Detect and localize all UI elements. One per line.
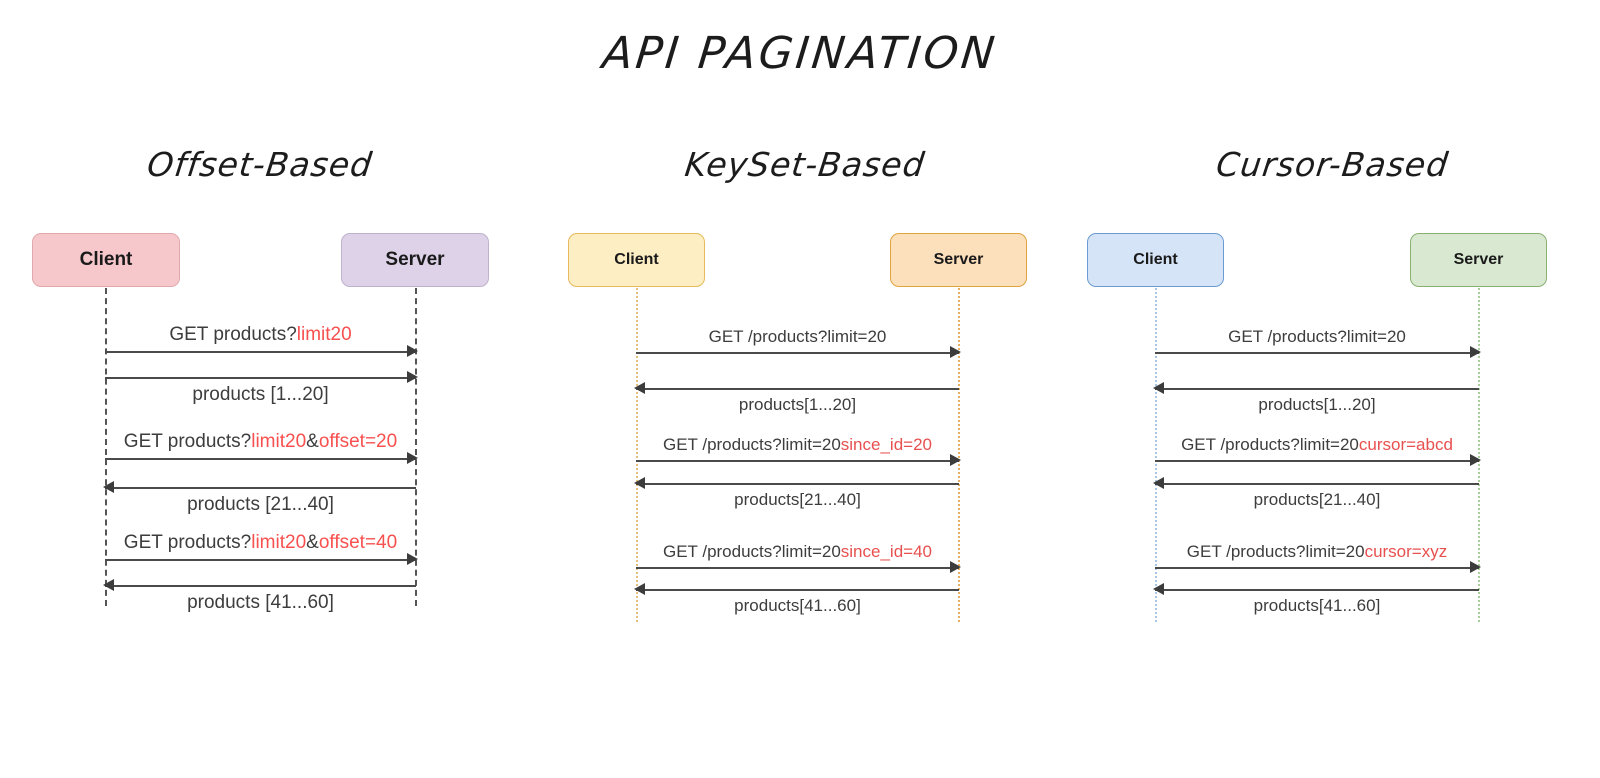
arrowhead-left-icon xyxy=(103,579,114,591)
arrowhead-left-icon xyxy=(1153,382,1164,394)
message-label: products[41...60] xyxy=(1253,596,1381,615)
message-label: GET /products?limit=20cursor=abcd xyxy=(1181,435,1453,454)
participant-server-cursor[interactable]: Server xyxy=(1410,233,1547,287)
arrowhead-left-icon xyxy=(1153,583,1164,595)
arrowhead-right-icon xyxy=(950,561,961,573)
participant-client-cursor[interactable]: Client xyxy=(1087,233,1224,287)
diagram-title-keyset: KeySet-Based xyxy=(682,145,928,184)
message-label: products[21...40] xyxy=(734,490,861,509)
arrowhead-left-icon xyxy=(1153,477,1164,489)
diagram-cursor-based: Cursor-Based Client Server GET /products… xyxy=(1065,0,1600,778)
arrowhead-right-icon xyxy=(1470,346,1481,358)
arrowhead-left-icon xyxy=(634,583,645,595)
message-label: GET products?limit20&offset=20 xyxy=(123,431,398,452)
diagram-offset-based: Offset-Based Client Server GET products?… xyxy=(0,0,520,778)
arrowhead-right-icon xyxy=(407,345,418,357)
message-label: GET /products?limit=20since_id=40 xyxy=(662,542,932,561)
arrowhead-left-icon xyxy=(634,382,645,394)
diagram-title-offset: Offset-Based xyxy=(145,145,375,184)
message-label: products [21...40] xyxy=(187,494,334,515)
message-label: products [41...60] xyxy=(187,592,334,613)
arrowhead-right-icon xyxy=(407,371,418,383)
arrowhead-right-icon xyxy=(950,454,961,466)
message-label: products[1...20] xyxy=(738,395,857,414)
message-label: products [1...20] xyxy=(192,384,329,405)
participant-server-offset[interactable]: Server xyxy=(341,233,489,287)
message-label: GET /products?limit=20cursor=xyz xyxy=(1186,542,1448,561)
message-label: products[21...40] xyxy=(1253,490,1381,509)
message-label: products[1...20] xyxy=(1258,395,1376,414)
arrowhead-right-icon xyxy=(950,346,961,358)
lifeline-client-offset xyxy=(105,288,107,606)
message-label: products[41...60] xyxy=(734,596,861,615)
participant-client-offset[interactable]: Client xyxy=(32,233,180,287)
lifeline-server-offset xyxy=(415,288,417,606)
message-label: GET /products?limit=20since_id=20 xyxy=(662,435,932,454)
lifeline-client-keyset xyxy=(636,288,638,622)
arrowhead-left-icon xyxy=(634,477,645,489)
message-label: GET /products?limit=20 xyxy=(1228,327,1406,346)
diagram-keyset-based: KeySet-Based Client Server GET /products… xyxy=(545,0,1065,778)
participant-client-keyset[interactable]: Client xyxy=(568,233,705,287)
lifeline-client-cursor xyxy=(1155,288,1157,622)
arrowhead-right-icon xyxy=(407,452,418,464)
arrowhead-right-icon xyxy=(1470,454,1481,466)
message-label: GET products?limit20 xyxy=(169,324,352,345)
diagram-title-cursor: Cursor-Based xyxy=(1214,145,1451,184)
arrowhead-right-icon xyxy=(1470,561,1481,573)
message-label: GET /products?limit=20 xyxy=(708,327,887,346)
participant-server-keyset[interactable]: Server xyxy=(890,233,1027,287)
message-label: GET products?limit20&offset=40 xyxy=(123,532,398,553)
arrowhead-left-icon xyxy=(103,481,114,493)
arrowhead-right-icon xyxy=(407,553,418,565)
